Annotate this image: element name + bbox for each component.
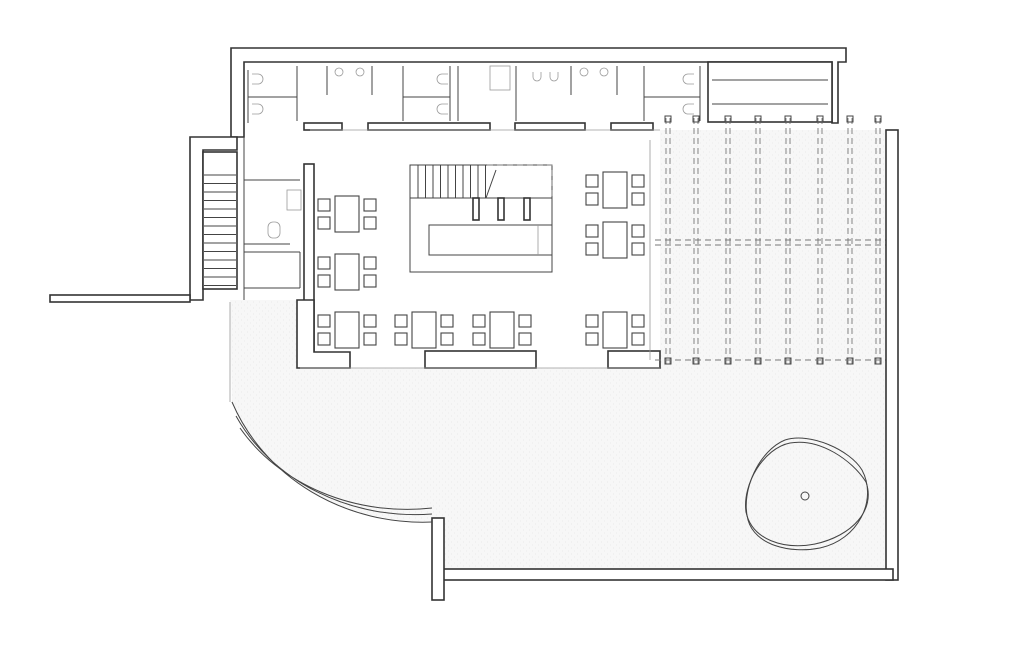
table <box>334 195 360 233</box>
sink-accessible <box>286 189 302 211</box>
wall-pillar <box>431 517 445 601</box>
table-group <box>317 311 377 349</box>
chair <box>631 314 645 328</box>
pergola-post <box>692 357 700 365</box>
table-group <box>585 311 645 349</box>
chair <box>585 192 599 206</box>
central-stair-bar <box>409 164 553 273</box>
table-group <box>585 221 645 259</box>
hall-boundary <box>300 129 660 369</box>
table <box>602 311 628 349</box>
pergola-post <box>754 115 762 123</box>
dining-tables <box>317 171 645 349</box>
pergola <box>655 115 890 365</box>
chair <box>317 332 331 346</box>
wall-hall-left <box>296 299 351 369</box>
table <box>489 311 515 349</box>
bench-right <box>607 350 661 369</box>
tree-planter <box>745 437 869 551</box>
chair <box>631 174 645 188</box>
table <box>602 171 628 209</box>
chair <box>363 216 377 230</box>
chair <box>363 332 377 346</box>
pergola-post <box>754 357 762 365</box>
chair <box>585 224 599 238</box>
table-group <box>472 311 532 349</box>
table-group <box>585 171 645 209</box>
table <box>411 311 437 349</box>
chair <box>440 314 454 328</box>
pergola-post <box>816 115 824 123</box>
chair <box>363 256 377 270</box>
chair <box>585 314 599 328</box>
pergola-post <box>784 115 792 123</box>
table-group <box>317 195 377 233</box>
chair <box>394 332 408 346</box>
entrance-ramp <box>49 294 191 303</box>
pergola-post <box>692 115 700 123</box>
chair <box>317 216 331 230</box>
chair <box>472 314 486 328</box>
staircase-left <box>202 151 238 290</box>
pergola-post <box>724 115 732 123</box>
chair <box>518 332 532 346</box>
chair <box>631 332 645 346</box>
wall-right <box>885 129 899 581</box>
curved-wall <box>231 401 433 523</box>
pergola-post <box>874 357 882 365</box>
pergola-post <box>664 115 672 123</box>
wall-bottom <box>442 568 894 581</box>
storage-unit <box>707 61 833 123</box>
chair <box>631 242 645 256</box>
chair <box>317 256 331 270</box>
table <box>334 311 360 349</box>
pergola-post <box>846 115 854 123</box>
chair <box>317 314 331 328</box>
pergola-post <box>816 357 824 365</box>
pergola-post <box>724 357 732 365</box>
chair <box>585 174 599 188</box>
chair <box>363 198 377 212</box>
chair <box>317 198 331 212</box>
chair <box>631 192 645 206</box>
chair <box>585 242 599 256</box>
chair <box>363 314 377 328</box>
chair <box>585 332 599 346</box>
toilet-accessible <box>267 221 281 239</box>
pergola-post <box>664 357 672 365</box>
table <box>334 253 360 291</box>
chair <box>518 314 532 328</box>
pergola-post <box>784 357 792 365</box>
terrace-floor <box>230 130 888 570</box>
pergola-post <box>846 357 854 365</box>
chair <box>440 332 454 346</box>
table <box>602 221 628 259</box>
chair <box>472 332 486 346</box>
bench-center <box>424 350 537 369</box>
pergola-post <box>874 115 882 123</box>
restroom-stalls <box>247 65 701 131</box>
chair <box>317 274 331 288</box>
table-group <box>394 311 454 349</box>
wall-storage <box>243 137 301 300</box>
chair <box>631 224 645 238</box>
table-group <box>317 253 377 291</box>
chair <box>394 314 408 328</box>
chair <box>363 274 377 288</box>
